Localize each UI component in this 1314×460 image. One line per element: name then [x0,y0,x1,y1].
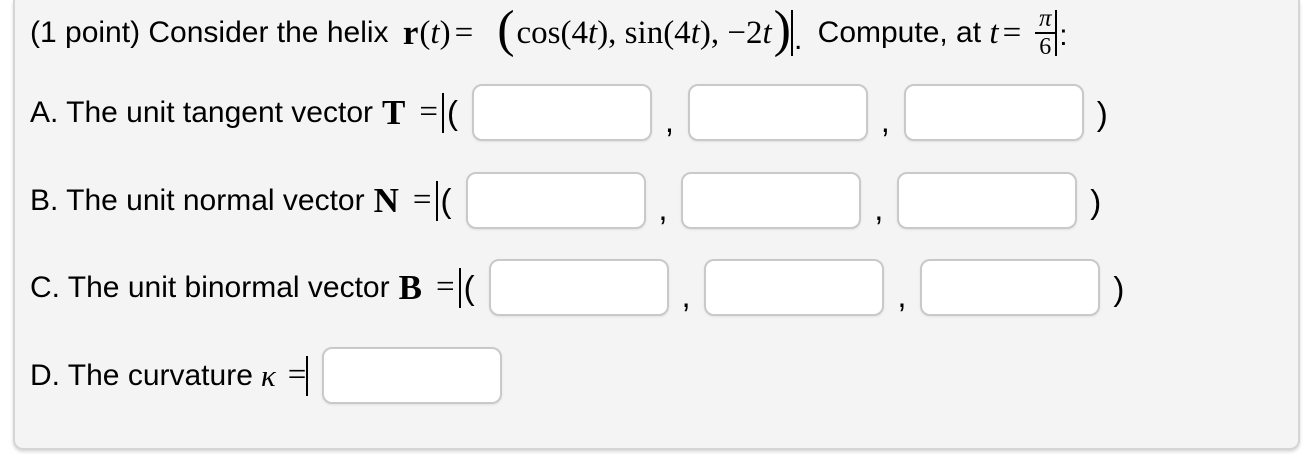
row-b-comma-1: , [658,191,668,227]
t-variable: t [989,14,999,51]
points-and-intro-text: (1 point) Consider the helix [30,16,397,49]
row-d-label: D. The curvature [30,358,253,392]
row-b-open-paren: ( [440,181,452,219]
sentence-period: . [793,23,803,56]
curvature-input[interactable] [322,347,503,404]
row-c-close-paren: ) [1113,269,1125,307]
compute-at-text: Compute, at [809,16,990,49]
cursor-bar [441,92,444,133]
expression-cos-term: cos(4 [516,14,589,51]
problem-statement: (1 point) Consider the helix r ( t ) = (… [30,2,1068,64]
expression-sin-term: ), sin(4 [597,14,691,51]
cursor-bar [1055,10,1058,56]
equals-sign: = [454,14,474,51]
cursor-bar [458,267,461,308]
normal-z-input[interactable] [897,172,1078,229]
cursor-bar [306,355,309,396]
binormal-y-input[interactable] [704,259,885,316]
answer-row-curvature: D. The curvature κ = [30,347,503,404]
tangent-symbol-T: T [382,92,406,132]
fraction-numerator: π [1038,4,1052,32]
expression-t2: t [690,14,700,51]
row-a-equals: = [419,94,438,130]
binormal-x-input[interactable] [488,259,669,316]
problem-panel: (1 point) Consider the helix r ( t ) = (… [13,0,1300,450]
tangent-x-input[interactable] [471,84,652,141]
normal-symbol-N: N [373,180,399,220]
cursor-bar [790,10,793,56]
binormal-z-input[interactable] [920,259,1101,316]
row-c-comma-1: , [681,278,691,314]
cursor-bar [435,180,438,221]
fraction-denominator: 6 [1035,31,1056,59]
row-b-close-paren: ) [1090,182,1102,220]
normal-y-input[interactable] [681,172,862,229]
answer-row-binormal: C. The unit binormal vector B = ( , , ) [30,258,1124,317]
expression-t1: t [588,14,598,51]
expression-z-term: ), −2 [699,14,763,51]
row-c-label: C. The unit binormal vector [30,270,390,304]
row-a-open-paren: ( [446,93,458,131]
row-a-close-paren: ) [1096,94,1108,132]
answer-row-normal: B. The unit normal vector N = ( , , ) [30,172,1101,229]
equals-sign-2: = [1002,14,1022,51]
vector-arg-variable: t [430,14,440,51]
vector-r-symbol: r [402,13,419,52]
pi-over-six-fraction: π 6 [1035,4,1056,59]
normal-x-input[interactable] [465,172,646,229]
row-c-equals: = [435,269,455,305]
curvature-symbol-kappa: κ [260,357,276,393]
row-a-label: A. The unit tangent vector [30,95,373,129]
tangent-z-input[interactable] [903,84,1084,141]
expression-close-paren: ) [773,1,791,58]
expression-open-paren: ( [497,1,515,58]
row-b-equals: = [412,182,432,218]
row-a-comma-2: , [880,103,890,139]
answer-row-tangent: A. The unit tangent vector T = ( , , ) [30,84,1108,141]
binormal-symbol-B: B [398,267,422,307]
expression-t3: t [762,14,772,51]
tangent-y-input[interactable] [687,84,868,141]
row-c-comma-2: , [897,278,907,314]
vector-arg-open-paren: ( [419,14,431,51]
row-c-open-paren: ( [463,268,475,306]
row-b-label: B. The unit normal vector [30,183,365,217]
sentence-colon: : [1059,19,1068,52]
row-b-comma-2: , [874,191,884,227]
row-a-comma-1: , [664,103,674,139]
vector-arg-close-paren: ) [439,14,451,51]
row-d-equals: = [287,357,307,393]
